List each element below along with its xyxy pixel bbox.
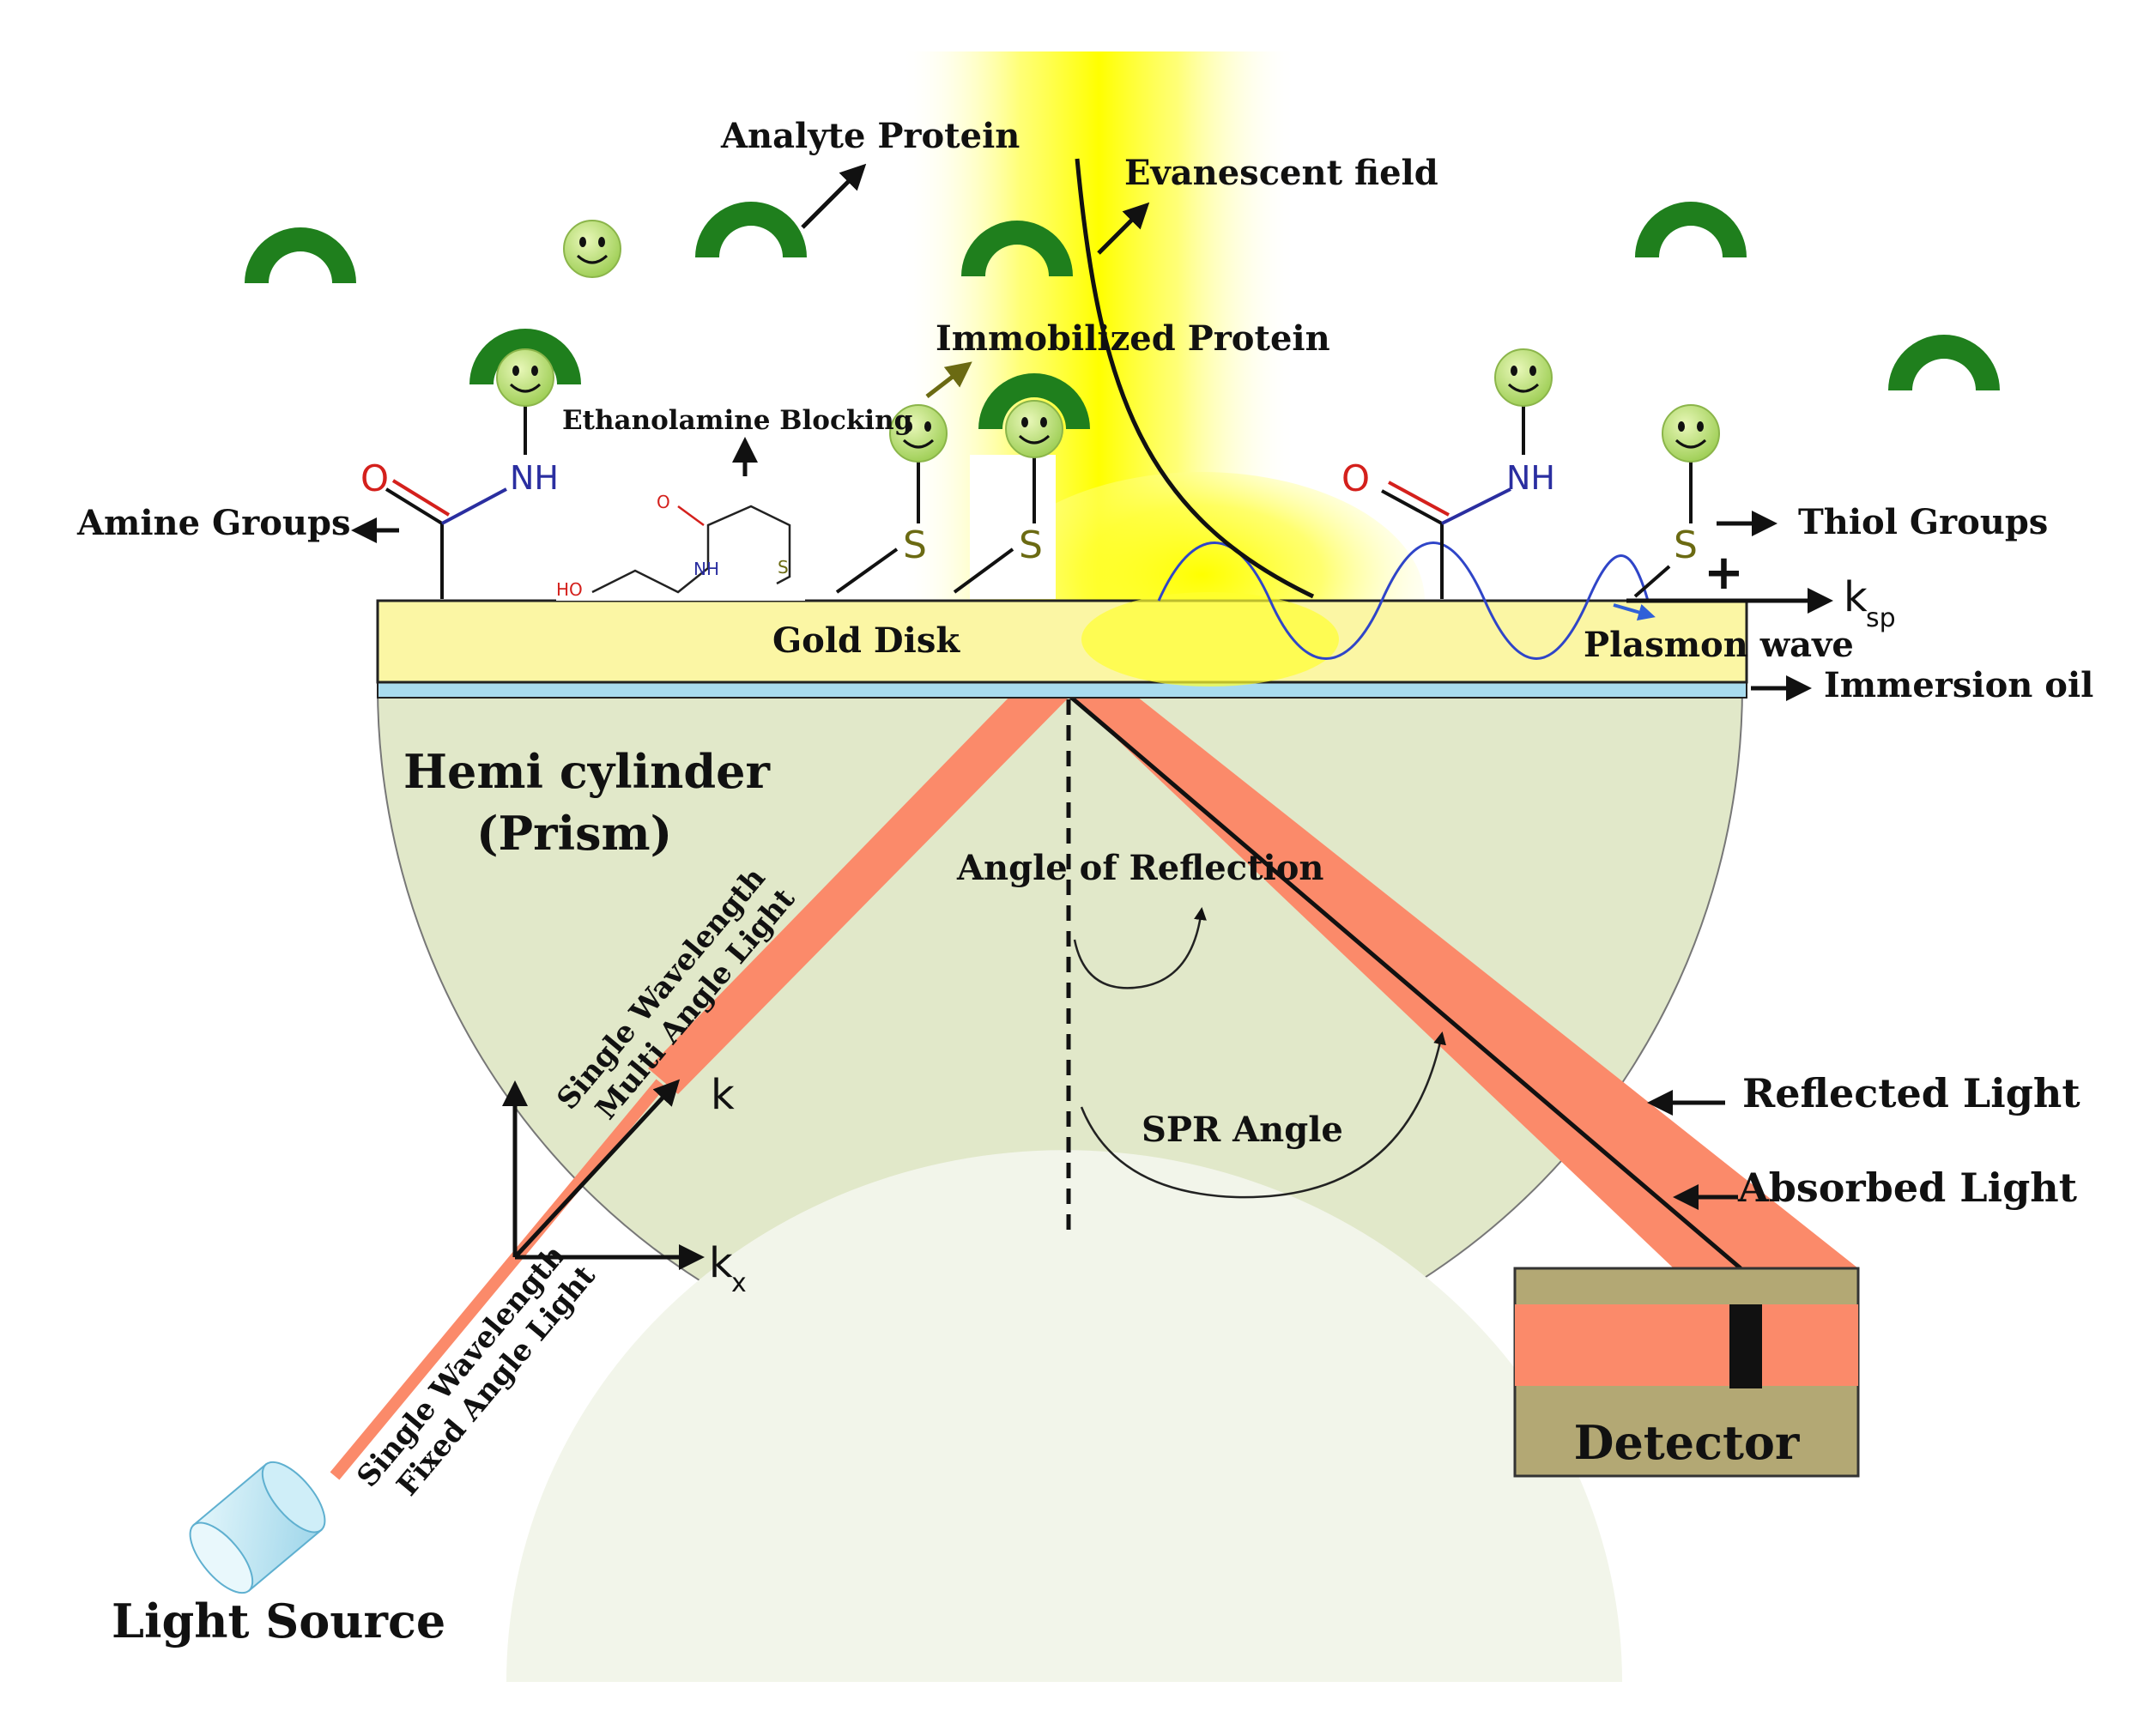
kx-label: k — [709, 1239, 733, 1287]
analyte-protein-arrow — [801, 163, 867, 229]
detector: Detector — [1513, 1267, 1860, 1478]
amine-group-left: O NH — [360, 403, 559, 599]
analyte-protein-4 — [1635, 202, 1747, 257]
hemi-cylinder-label: Hemi cylinder — [403, 744, 770, 799]
sulfur-label-2: S — [1019, 523, 1043, 567]
light-source-label: Light Source — [112, 1594, 445, 1648]
angle-of-reflection-label: Angle of Reflection — [956, 848, 1323, 888]
prism-label: (Prism) — [476, 806, 672, 861]
bound-complex-left — [469, 329, 581, 408]
sulfur-small-label: S — [778, 557, 789, 578]
k-sp-subscript: sp — [1866, 603, 1896, 633]
nh-small-label: NH — [693, 559, 719, 579]
nh-label-right: NH — [1506, 459, 1555, 497]
k-label: k — [711, 1071, 735, 1119]
detector-slit — [1729, 1304, 1762, 1388]
ethanolamine-blocking-label: Ethanolamine Blocking — [562, 405, 912, 436]
absorbed-light-label: Absorbed Light — [1737, 1164, 2078, 1211]
immobilized-protein-label: Immobilized Protein — [936, 318, 1330, 359]
plasmon-wave — [1157, 541, 1650, 660]
thiol-group-right: S + — [1633, 403, 1744, 601]
gold-disk — [376, 599, 1748, 684]
spr-angle-arc — [1080, 1031, 1446, 1199]
plasmon-wave-label: Plasmon wave — [1584, 625, 1854, 665]
incident-beam-narrow — [330, 1079, 666, 1480]
spr-angle-label: SPR Angle — [1142, 1110, 1343, 1150]
evanescent-curve — [1075, 158, 1315, 599]
amine-group-right: O NH — [1341, 348, 1555, 599]
sulfur-label-1: S — [903, 523, 927, 567]
k-sp-label: k — [1844, 573, 1868, 621]
fixed-angle-line1: Single Wavelength — [350, 1239, 572, 1494]
immersion-oil-label: Immersion oil — [1824, 665, 2093, 705]
immobilized-protein-arrow — [925, 361, 972, 398]
thiol-groups-label: Thiol Groups — [1798, 502, 2048, 542]
analyte-protein-2 — [695, 202, 807, 257]
reflected-beam — [1069, 693, 1858, 1268]
thiol-linker-1: S — [835, 403, 948, 594]
amine-groups-label: Amine Groups — [76, 503, 351, 543]
gold-disk-label: Gold Disk — [772, 620, 960, 661]
plus-sign: + — [1704, 545, 1744, 601]
incident-beam — [648, 693, 1073, 1094]
lower-reflection-shape — [506, 1150, 1622, 1682]
ho-label: HO — [556, 579, 583, 600]
k-vector-diagram: k k x — [502, 1071, 747, 1298]
oxygen-label: O — [360, 457, 389, 499]
reflected-light-label: Reflected Light — [1742, 1070, 2080, 1116]
oxygen-small-label: O — [657, 492, 670, 512]
analyte-protein-5 — [1888, 335, 2000, 390]
sulfur-label-right: S — [1674, 523, 1698, 567]
detector-label: Detector — [1574, 1415, 1800, 1470]
nh-label: NH — [510, 459, 559, 497]
plasmon-wave-arrow — [1613, 603, 1656, 621]
gold-glow — [1081, 592, 1339, 687]
analyte-protein-1 — [245, 227, 356, 283]
free-smiley-protein — [562, 219, 622, 279]
immersion-oil-layer — [377, 681, 1747, 699]
absorbed-light-line — [1067, 693, 1742, 1270]
evanescent-field-label: Evanescent field — [1124, 153, 1438, 193]
thiol-linker-2: S — [953, 373, 1090, 599]
evanescent-field-arrow — [1097, 202, 1150, 255]
ethanolamine-structure: HO NH O S — [556, 446, 805, 601]
angle-of-reflection-arc — [1073, 907, 1207, 989]
light-source — [189, 1461, 326, 1594]
kx-subscript: x — [731, 1268, 747, 1298]
analyte-protein-label: Analyte Protein — [720, 116, 1020, 156]
oxygen-label-right: O — [1341, 457, 1370, 499]
